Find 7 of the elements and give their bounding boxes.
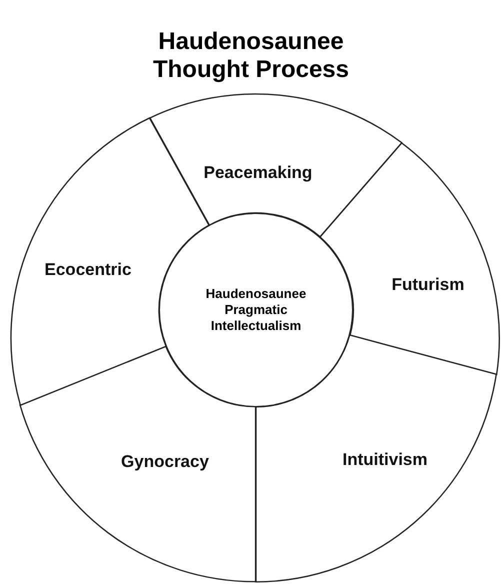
segment-label: Gynocracy [121, 452, 209, 472]
segment-label: Intuitivism [342, 450, 428, 470]
center-label: Haudenosaunee Pragmatic Intellectualism [204, 286, 308, 334]
segment-label: Ecocentric [44, 260, 132, 280]
diagram-title: Haudenosaunee Thought Process [152, 28, 350, 84]
segment-label: Futurism [392, 274, 464, 295]
segment-label: Peacemaking [204, 162, 312, 183]
